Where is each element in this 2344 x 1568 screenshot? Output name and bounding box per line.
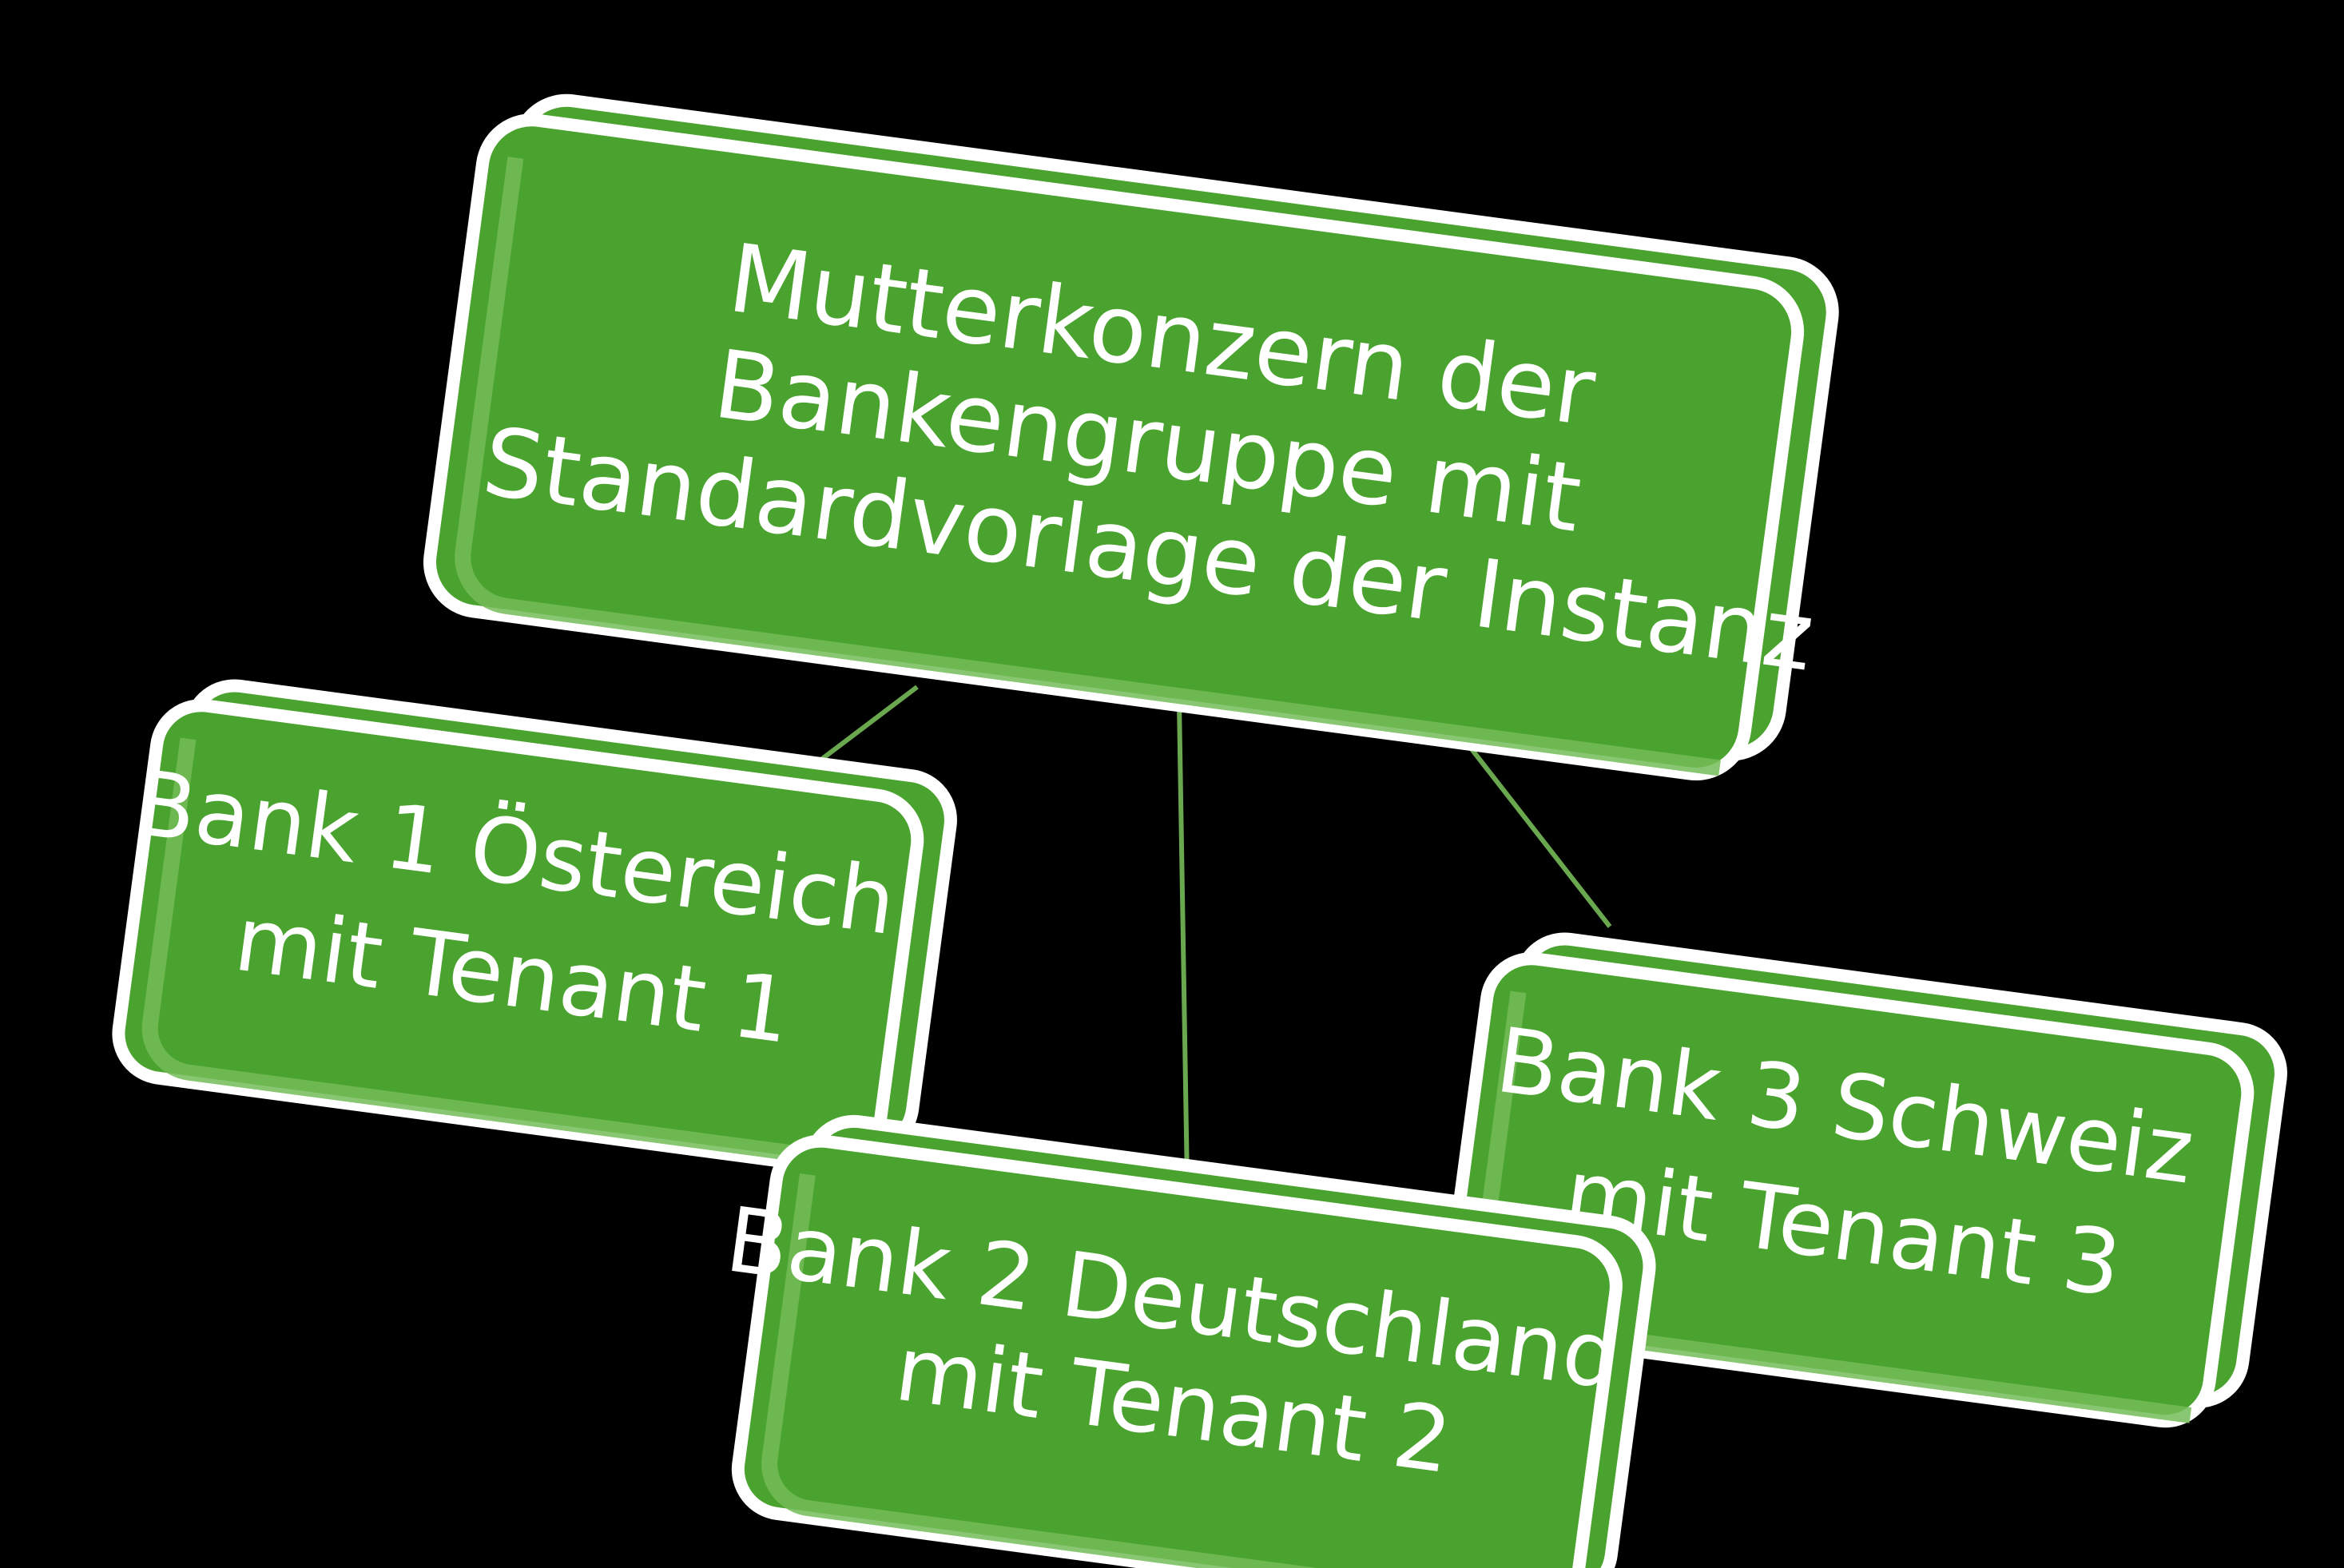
node-bevel-highlight (141, 737, 862, 1170)
node-front-plate (731, 1134, 1623, 1568)
node-front-plate (423, 113, 1805, 781)
node-bevel-highlight (455, 157, 1721, 776)
node-mutterkonzern[interactable]: Mutterkonzern der Bankengruppe mit Stand… (423, 90, 1861, 788)
node-bank-2[interactable]: Bank 2 Deutschland mit Tenant 2 (692, 1106, 1665, 1568)
node-front-plate (112, 699, 924, 1175)
node-bevel-highlight (761, 1173, 1560, 1568)
node-bank-1[interactable]: Bank 1 Östereich mit Tenant 1 (99, 674, 957, 1177)
connector-root-to-bank-2 (1177, 702, 1190, 1183)
connector-root-to-bank-3 (1461, 737, 1612, 928)
